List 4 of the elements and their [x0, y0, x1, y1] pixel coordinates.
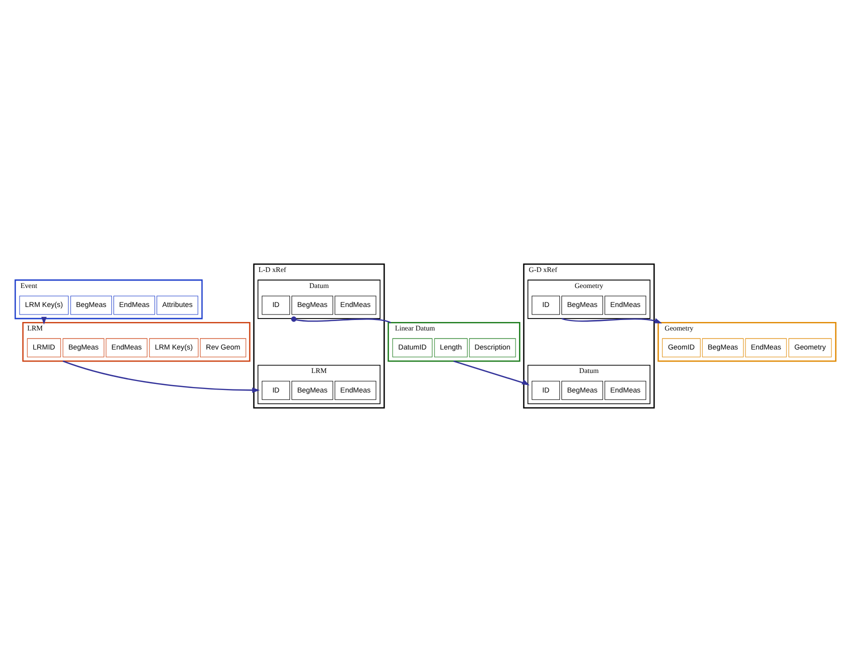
connector [290, 316, 391, 323]
arrow [452, 360, 530, 385]
arrow [561, 317, 662, 323]
arrow [62, 360, 260, 392]
